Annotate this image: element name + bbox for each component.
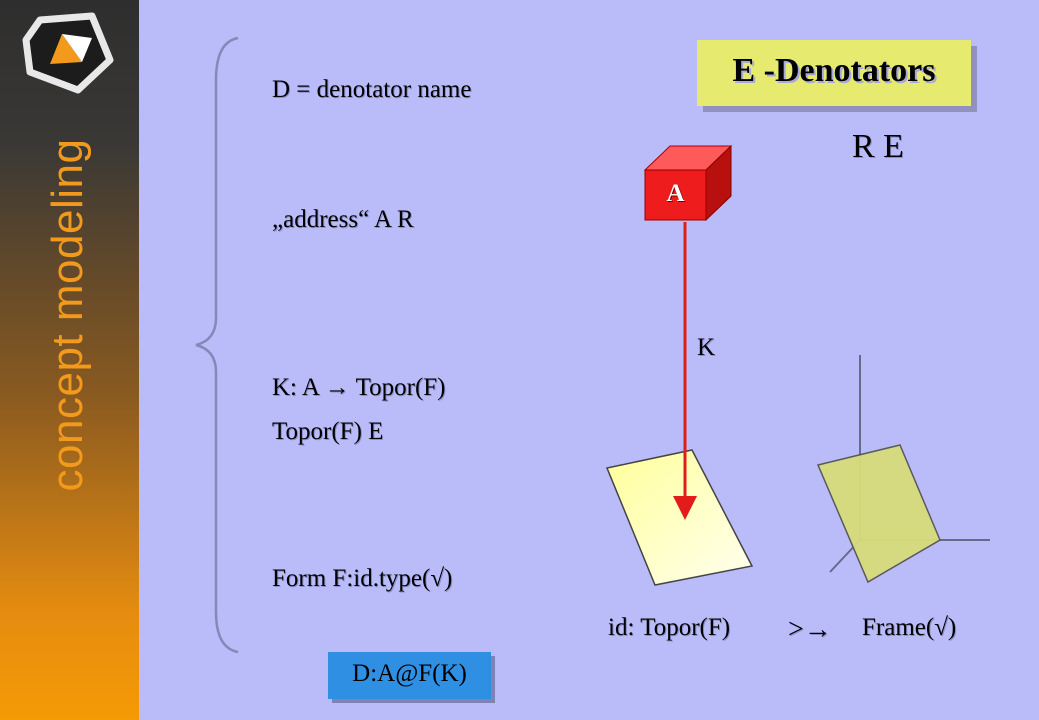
brand-logo-icon <box>22 12 114 94</box>
form-text: Form F:id.type(√) <box>272 565 453 592</box>
cube-label: A <box>666 180 685 207</box>
topor-text: Topor(F) E <box>272 418 384 445</box>
title-box: E -Denotators <box>697 40 971 106</box>
cube-a <box>643 144 733 222</box>
k-mapping-text: K: A → Topor(F) <box>272 374 446 401</box>
frame-text: Frame(√) <box>862 614 957 641</box>
map-arrow: >→ <box>788 614 832 645</box>
denotator-name-text: D = denotator name <box>272 76 472 103</box>
sidebar: concept modeling <box>0 0 139 720</box>
arrow-label: K <box>697 334 716 361</box>
topor-plane <box>605 449 754 586</box>
address-text: „address“ A R <box>272 206 414 233</box>
frame-plane <box>816 444 941 584</box>
relation-label: R E <box>852 128 904 165</box>
formula-box: D:A@F(K) <box>328 652 491 699</box>
formula-text: D:A@F(K) <box>352 660 467 687</box>
left-brace <box>195 36 239 654</box>
page-title: E -Denotators <box>732 52 936 89</box>
id-topor-text: id: Topor(F) <box>608 614 731 641</box>
